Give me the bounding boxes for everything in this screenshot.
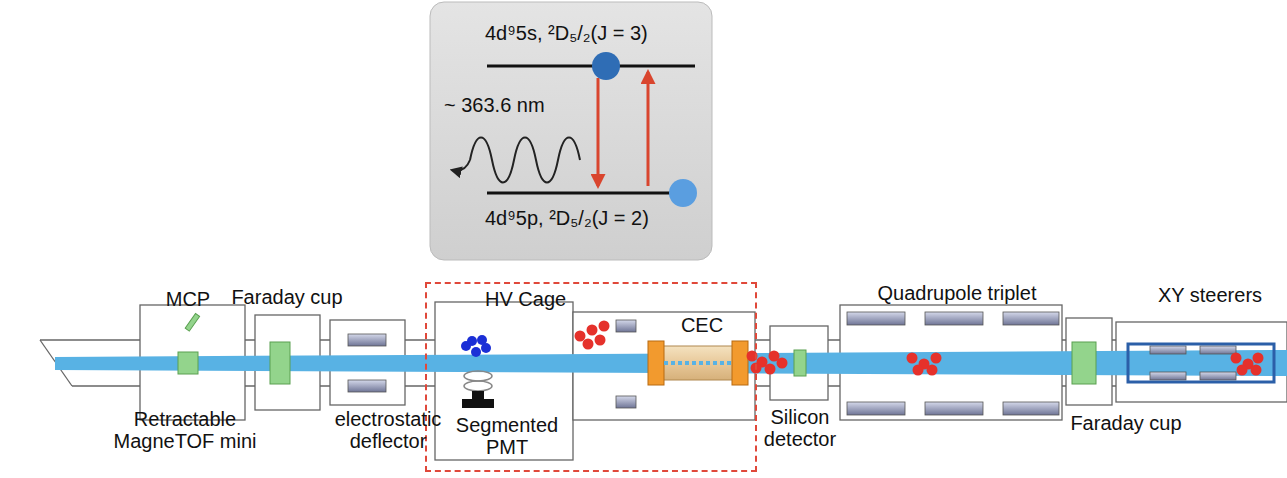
node-text: CEC	[652, 314, 752, 337]
cec-tube	[648, 341, 748, 385]
part-label: Faraday cup	[222, 286, 352, 308]
photon-ions	[461, 335, 491, 357]
part-label: XY steerers	[1140, 284, 1280, 306]
part-label: Retractable MagneTOF mini	[100, 408, 270, 452]
node-text: 4d⁹5p, ²D₅/₂(J = 2)	[485, 207, 695, 230]
node-text: ~ 363.6 nm	[444, 94, 594, 117]
node-text: 4d⁹5s, ²D₅/₂(J = 3)	[485, 22, 695, 45]
neutral-atoms	[575, 321, 1264, 376]
part-label: Segmented PMT	[432, 414, 582, 458]
part-label: Silicon detector	[740, 406, 860, 450]
electrodes	[348, 312, 1236, 415]
part-label: Quadrupole triplet	[852, 282, 1062, 304]
part-label: electrostatic deflector	[318, 408, 458, 452]
cec-cell: CEC	[652, 314, 752, 339]
level-scheme-panel: 4d⁹5s, ²D₅/₂(J = 3) ~ 363.6 nm 4d⁹5p, ²D₅/…	[430, 2, 712, 260]
node-text: HV Cage	[485, 288, 605, 311]
hv-cage-region: HV CageCEC	[425, 282, 757, 472]
part-label: Faraday cup	[1056, 412, 1196, 434]
steerer-frame	[1128, 344, 1274, 382]
level-scheme	[430, 2, 712, 260]
vacuum-chambers	[40, 302, 1287, 460]
pmt	[462, 371, 494, 408]
part-label: MCP	[148, 288, 228, 310]
